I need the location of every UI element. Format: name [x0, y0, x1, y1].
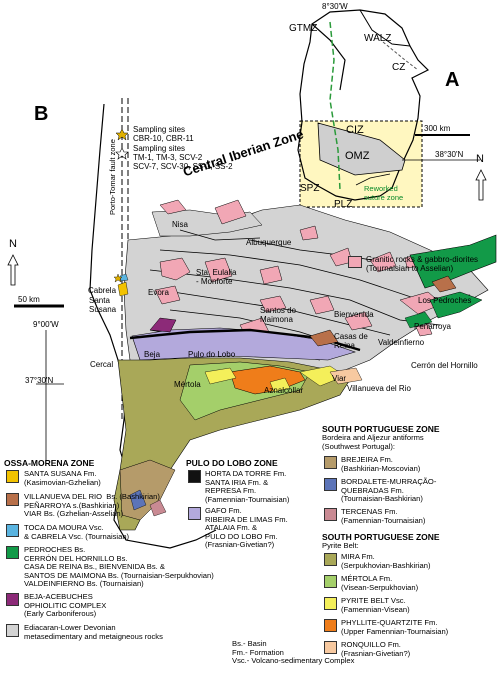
swatch-pyrite-belt — [324, 597, 337, 610]
zone-omz: OMZ — [345, 150, 370, 162]
place-pulo-do-lobo: Pulo do Lobo — [188, 350, 236, 359]
legend-bordalete: BORDALETE-MURRAÇÃO- QUEBRADAS Fm. (Tourn… — [341, 477, 437, 504]
zone-cz: CZ — [392, 62, 406, 73]
place-penarroya: Peñarroya — [414, 322, 451, 331]
place-bienvenida: Bienvenida — [334, 310, 374, 319]
ossa-morena-legend-title: OSSA-MORENA ZONE — [4, 458, 95, 468]
spz-legend-sub: Bordeira and Aljezur antiforms (Southwes… — [322, 433, 424, 451]
swatch-tercenas — [324, 508, 337, 521]
pedroches-basin — [409, 234, 497, 289]
inset-map — [297, 9, 430, 208]
legend-mira: MIRA Fm. (Serpukhovian-Bashkirian) — [341, 552, 431, 570]
pulo-legend-title: PULO DO LOBO ZONE — [186, 458, 278, 468]
zone-ciz: CIZ — [346, 124, 364, 136]
place-evora: Evora — [148, 288, 169, 297]
mira-formation — [113, 357, 356, 531]
place-viar: Viar — [332, 374, 347, 383]
legend-phyllite-quartzite: PHYLLITE-QUARTZITE Fm. (Upper Famennian-… — [341, 618, 449, 636]
granitic-legend-swatch — [348, 256, 362, 268]
zone-plz: PLZ — [334, 199, 353, 210]
place-santos-de-maimona: Santos de Maimona — [260, 306, 297, 324]
omz-region — [317, 122, 406, 176]
inset-longitude: 8°30'W — [322, 2, 348, 11]
panel-label-a: A — [445, 69, 460, 91]
swatch-santa-susana — [6, 470, 19, 483]
spz-legend-title: SOUTH PORTUGUESE ZONE — [322, 424, 440, 434]
swatch-phyllite-quartzite — [324, 619, 337, 632]
swatch-mertola — [324, 575, 337, 588]
sampling-star-white — [115, 147, 129, 160]
place-nisa: Nisa — [172, 220, 189, 229]
inset-latitude: 38°30'N — [435, 150, 464, 159]
place-valdeinfierno: Valdeinfierno — [378, 338, 425, 347]
fault-zone-label: Porto-Tomar fault zone — [108, 139, 117, 215]
swatch-gafo — [188, 507, 201, 520]
legend-pyrite-belt: PYRITE BELT Vsc. (Famennian-Visean) — [341, 596, 410, 614]
main-latitude: 37°30'N — [25, 376, 54, 385]
legend-abbreviations: Bs.- Basin Fm.- Formation Vsc.- Volcano-… — [232, 639, 355, 666]
panel-label-b: B — [34, 103, 49, 125]
sampling-legend-1: Sampling sites CBR-10, CBR-11 — [133, 125, 194, 143]
legend-horta-da-torre: HORTA DA TORRE Fm. SANTA IRIA Fm. & REPR… — [205, 469, 290, 504]
pulo-do-lobo-band — [131, 327, 356, 361]
legend-ronquillo: RONQUILLO Fm. (Frasnian-Givetian?) — [341, 640, 411, 658]
swatch-beja-acebuches — [6, 593, 19, 606]
place-albuquerque: Albuquerque — [246, 238, 292, 247]
swatch-ronquillo — [324, 641, 337, 654]
place-casas-de-reina: Casas de Reina — [334, 332, 368, 350]
place-aznalcollar: Aznalcollar — [264, 386, 304, 395]
legend-beja-acebuches: BEJA-ACEBUCHES OPHIOLITIC COMPLEX (Early… — [24, 592, 107, 619]
sampling-star-yellow — [115, 128, 129, 141]
swatch-horta-da-torre — [188, 470, 201, 483]
inset-north-arrow — [475, 169, 487, 201]
main-longitude: 9°00'W — [33, 320, 59, 329]
legend-villanueva: VILLANUEVA DEL RIO Bs. (Bashkirian) PEÑA… — [24, 492, 160, 519]
zone-walz: WALZ — [364, 33, 392, 44]
legend-santa-susana: SANTA SUSANA Fm. (Kasimovian-Gzhelian) — [24, 469, 101, 487]
swatch-toca-da-moura — [6, 524, 19, 537]
suture-label: Reworked suture zone — [364, 184, 404, 202]
place-beja: Beja — [144, 350, 161, 359]
place-cerron-del-hornillo: Cerrón del Hornillo — [411, 361, 478, 370]
granitic-legend-label: Granitic rocks & gabbro-diorites (Tourna… — [366, 255, 479, 273]
place-los-pedroches: Los Pedroches — [418, 296, 472, 305]
legend-brejeira: BREJEIRA Fm. (Bashkirian-Moscovian) — [341, 455, 421, 473]
swatch-bordalete — [324, 478, 337, 491]
pyrite-legend-sub: Pyrite Belt: — [322, 541, 359, 550]
legend-tercenas: TERCENAS Fm. (Famennian-Tournaisian) — [341, 507, 426, 525]
inset-scale-label: 300 km — [424, 124, 451, 133]
zone-gtmz: GTMZ — [289, 23, 318, 34]
pyrite-legend-title: SOUTH PORTUGUESE ZONE — [322, 532, 440, 542]
place-santa-susana: Santa Susana — [89, 296, 117, 314]
main-scale-label: 50 km — [18, 295, 40, 304]
place-villanueva-del-rio: Villanueva del Rio — [347, 384, 411, 393]
legend-mertola: MÉRTOLA Fm. (Visean-Serpukhovian) — [341, 574, 419, 592]
legend-ediacaran: Ediacaran-Lower Devonian metasedimentary… — [24, 623, 163, 641]
main-north-label: N — [9, 238, 17, 250]
swatch-ediacaran — [6, 624, 19, 637]
place-cabrela: Cabrela — [88, 286, 117, 295]
zone-spz: SPZ — [300, 183, 320, 194]
swatch-pedroches — [6, 546, 19, 559]
swatch-brejeira — [324, 456, 337, 469]
sampling-legend-2: Sampling sites TM-1, TM-3, SCV-2 SCV-7, … — [133, 144, 233, 171]
swatch-mira — [324, 553, 337, 566]
legend-gafo: GAFO Fm. RIBEIRA DE LIMAS Fm. ATALAIA Fm… — [205, 506, 288, 550]
legend-pedroches: PEDROCHES Bs. CERRÓN DEL HORNILLO Bs. CA… — [24, 545, 214, 589]
place-sta-eulalia: Sta. Eulalia - Monforte — [196, 268, 237, 286]
legend-toca-da-moura: TOCA DA MOURA Vsc. & CABRELA Vsc. (Tourn… — [24, 523, 130, 541]
place-mertola: Mértola — [174, 380, 201, 389]
main-north-arrow — [7, 254, 19, 286]
inset-north-label: N — [476, 153, 484, 165]
place-cercal: Cercal — [90, 360, 114, 369]
swatch-villanueva — [6, 493, 19, 506]
